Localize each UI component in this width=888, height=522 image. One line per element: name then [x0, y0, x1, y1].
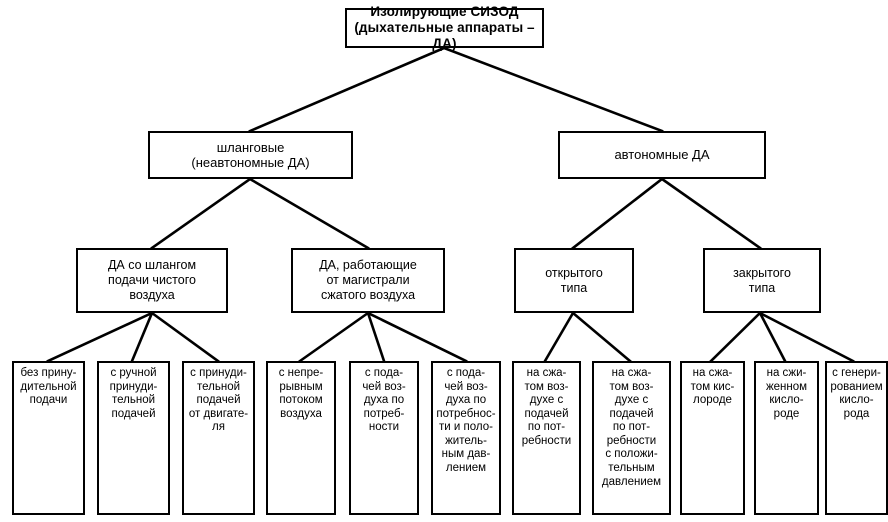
node-compressed-air-line-label: ДА, работающие от магистрали сжатого воз… [319, 258, 417, 302]
leaf-oxygen-generation[interactable]: с генери- рованием кисло- рода [825, 361, 888, 515]
node-clean-air-hose-label: ДА со шлангом подачи чистого воздуха [107, 258, 197, 302]
leaf-on-demand-air-label: с пода- чей воз- духа по потреб- ности [362, 367, 406, 434]
edge-root-l1a [248, 46, 446, 133]
node-autonomous-type-label: автономные ДА [614, 147, 710, 163]
leaf-no-forced-supply-label: без прину- дительной подачи [20, 367, 77, 407]
leaf-engine-forced-supply-label: с принуди- тельной подачей от двигате- л… [188, 367, 249, 434]
edge-l2a-l3-1 [46, 311, 154, 363]
edge-l1b-l2c [571, 177, 664, 250]
leaf-compressed-air-on-demand-positive-pressure[interactable]: на сжа- том воз- духе с подачей по пот- … [592, 361, 671, 515]
edge-l2b-l3-6 [366, 311, 468, 363]
node-closed-circuit[interactable]: закрытого типа [703, 248, 821, 313]
leaf-no-forced-supply[interactable]: без прину- дительной подачи [12, 361, 85, 515]
leaf-liquefied-oxygen[interactable]: на сжи- женном кисло- роде [754, 361, 819, 515]
node-open-circuit[interactable]: открытого типа [514, 248, 634, 313]
edge-l1a-l2b [248, 177, 370, 250]
leaf-on-demand-air-positive-pressure-label: с пода- чей воз- духа по потребнос- ти и… [436, 367, 496, 474]
edge-l2d-l3-11 [758, 311, 855, 363]
edge-l2a-l3-3 [150, 311, 220, 363]
leaf-manual-forced-supply-label: с ручной принуди- тельной подачей [109, 367, 158, 420]
node-autonomous-type[interactable]: автономные ДА [558, 131, 766, 179]
edge-l2a-l3-2 [130, 311, 154, 363]
leaf-continuous-flow-label: с непре- рывным потоком воздуха [278, 367, 324, 420]
leaf-compressed-oxygen[interactable]: на сжа- том кис- лороде [680, 361, 745, 515]
edge-l1a-l2a [150, 177, 252, 250]
leaf-manual-forced-supply[interactable]: с ручной принуди- тельной подачей [97, 361, 170, 515]
edge-l2c-l3-8 [571, 311, 632, 363]
node-hose-type-label: шланговые (неавтономные ДА) [191, 139, 310, 170]
leaf-engine-forced-supply[interactable]: с принуди- тельной подачей от двигате- л… [182, 361, 255, 515]
leaf-compressed-air-on-demand-positive-pressure-label: на сжа- том воз- духе с подачей по пот- … [601, 367, 662, 488]
node-open-circuit-label: открытого типа [545, 265, 603, 295]
leaf-liquefied-oxygen-label: на сжи- женном кисло- роде [765, 367, 808, 420]
edge-root-l1b [442, 46, 664, 133]
node-hose-type[interactable]: шланговые (неавтономные ДА) [148, 131, 353, 179]
edge-l1b-l2d [660, 177, 762, 250]
leaf-compressed-air-on-demand[interactable]: на сжа- том воз- духе с подачей по пот- … [512, 361, 581, 515]
node-clean-air-hose[interactable]: ДА со шлангом подачи чистого воздуха [76, 248, 228, 313]
edge-l2b-l3-5 [366, 311, 386, 363]
edge-l2c-l3-7 [543, 311, 575, 363]
node-root-label: Изолирующие СИЗОД (дыхательные аппараты … [354, 4, 535, 51]
leaf-continuous-flow[interactable]: с непре- рывным потоком воздуха [266, 361, 336, 515]
edge-l2d-l3-10 [758, 311, 787, 363]
leaf-oxygen-generation-label: с генери- рованием кисло- рода [830, 367, 883, 420]
edge-l2d-l3-9 [709, 311, 762, 363]
edge-l2b-l3-4 [298, 311, 370, 363]
leaf-compressed-oxygen-label: на сжа- том кис- лороде [690, 367, 735, 407]
node-closed-circuit-label: закрытого типа [733, 265, 791, 295]
leaf-compressed-air-on-demand-label: на сжа- том воз- духе с подачей по пот- … [521, 367, 572, 447]
leaf-on-demand-air-positive-pressure[interactable]: с пода- чей воз- духа по потребнос- ти и… [431, 361, 501, 515]
node-compressed-air-line[interactable]: ДА, работающие от магистрали сжатого воз… [291, 248, 445, 313]
leaf-on-demand-air[interactable]: с пода- чей воз- духа по потреб- ности [349, 361, 419, 515]
node-root[interactable]: Изолирующие СИЗОД (дыхательные аппараты … [345, 4, 544, 51]
